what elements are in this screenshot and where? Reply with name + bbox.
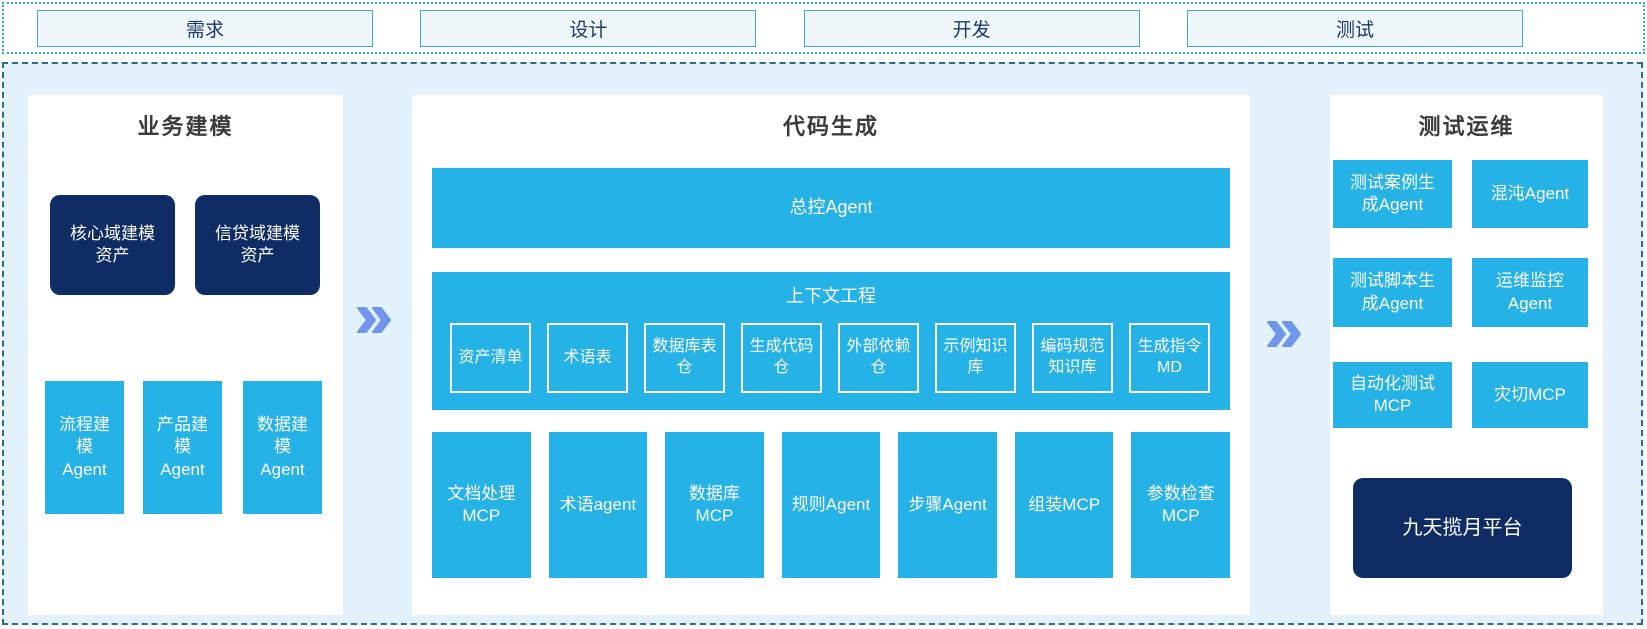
box-core-domain-modeling-assets: 核心域建模资产 xyxy=(50,195,175,295)
box-step-agent: 步骤Agent xyxy=(898,432,997,578)
box-label: 数据库表仓 xyxy=(652,338,717,376)
box-label: 流程建模Agent xyxy=(59,415,110,479)
test-ops-title: 测试运维 xyxy=(1418,114,1515,139)
box-label: 参数检查MCP xyxy=(1146,483,1215,525)
double-chevron-icon xyxy=(356,306,392,334)
test-ops-panel: 测试运维 测试案例生成Agent 混沌Agent 测试脚本生成Agent 运维监… xyxy=(1330,95,1603,615)
phase-box-design: 设计 xyxy=(420,9,757,47)
context-engineering-title: 上下文工程 xyxy=(786,286,876,306)
code-generation-title: 代码生成 xyxy=(782,114,879,139)
box-label: 灾切MCP xyxy=(1494,384,1566,404)
box-jiutian-lanyue-platform: 九天揽月平台 xyxy=(1353,478,1572,578)
box-label: 数据建模Agent xyxy=(257,415,308,479)
box-document-processing-mcp: 文档处理MCP xyxy=(432,432,531,578)
box-database-table-repo: 数据库表仓 xyxy=(644,323,725,393)
box-assembly-mcp: 组装MCP xyxy=(1014,432,1114,578)
box-disaster-switch-mcp: 灾切MCP xyxy=(1472,362,1588,428)
phase-box-requirements: 需求 xyxy=(37,9,373,47)
business-modeling-title: 业务建模 xyxy=(137,114,234,139)
box-label: 生成代码仓 xyxy=(749,338,814,376)
box-label: 九天揽月平台 xyxy=(1402,517,1523,539)
box-coding-standard-knowledge-base: 编码规范知识库 xyxy=(1032,323,1113,393)
code-generation-panel: 代码生成 总控Agent 上下文工程 资产清单 术语表 数据库表仓 生成代码仓 … xyxy=(412,95,1250,615)
box-label: 信贷域建模资产 xyxy=(215,223,300,265)
bar-context-engineering: 上下文工程 资产清单 术语表 数据库表仓 生成代码仓 外部依赖仓 示例知识库 编… xyxy=(432,272,1230,410)
box-ops-monitoring-agent: 运维监控Agent xyxy=(1472,258,1588,327)
box-credit-domain-modeling-assets: 信贷域建模资产 xyxy=(195,195,320,295)
box-process-modeling-agent: 流程建模Agent xyxy=(45,381,124,514)
context-engineering-items: 资产清单 术语表 数据库表仓 生成代码仓 外部依赖仓 示例知识库 编码规范知识库… xyxy=(450,318,1210,398)
box-label: 数据库MCP xyxy=(688,483,740,525)
phase-box-testing: 测试 xyxy=(1186,9,1523,47)
box-test-case-generation-agent: 测试案例生成Agent xyxy=(1333,160,1452,228)
box-label: 术语agent xyxy=(559,494,637,514)
box-parameter-check-mcp: 参数检查MCP xyxy=(1131,432,1231,578)
box-label: 测试案例生成Agent xyxy=(1350,172,1435,214)
box-label: 运维监控Agent xyxy=(1496,271,1564,313)
business-modeling-panel: 业务建模 核心域建模资产 信贷域建模资产 流程建模Agent 产品建模Agent… xyxy=(28,95,343,615)
box-database-mcp: 数据库MCP xyxy=(665,432,764,578)
box-data-modeling-agent: 数据建模Agent xyxy=(243,381,322,514)
box-generated-code-repo: 生成代码仓 xyxy=(741,323,822,393)
box-label: 核心域建模资产 xyxy=(70,223,155,265)
box-label: 术语表 xyxy=(563,348,612,366)
box-automated-testing-mcp: 自动化测试MCP xyxy=(1333,362,1452,428)
box-example-knowledge-base: 示例知识库 xyxy=(935,323,1016,393)
box-label: 测试脚本生成Agent xyxy=(1350,271,1435,313)
phase-box-development: 开发 xyxy=(803,9,1140,47)
box-label: 自动化测试MCP xyxy=(1350,373,1435,415)
box-test-script-generation-agent: 测试脚本生成Agent xyxy=(1333,258,1452,327)
box-label: 步骤Agent xyxy=(908,494,987,514)
phase-strip: 需求 设计 开发 测试 xyxy=(2,2,1645,54)
box-label: 编码规范知识库 xyxy=(1040,338,1105,376)
box-chaos-agent: 混沌Agent xyxy=(1472,160,1588,228)
box-rule-agent: 规则Agent xyxy=(781,432,881,578)
box-label: 产品建模Agent xyxy=(157,415,208,479)
box-product-modeling-agent: 产品建模Agent xyxy=(143,381,222,514)
box-external-dependency-repo: 外部依赖仓 xyxy=(838,323,919,393)
box-generation-instruction-md: 生成指令MD xyxy=(1129,323,1210,393)
box-label: 混沌Agent xyxy=(1490,183,1570,203)
phase-label: 设计 xyxy=(569,19,608,41)
phase-label: 开发 xyxy=(952,19,991,41)
box-label: 外部依赖仓 xyxy=(846,338,911,376)
code-generation-tools-row: 文档处理MCP 术语agent 数据库MCP 规则Agent 步骤Agent 组… xyxy=(432,432,1231,578)
box-label: 示例知识库 xyxy=(943,338,1008,376)
double-chevron-icon xyxy=(1266,320,1302,348)
phase-label: 需求 xyxy=(185,19,224,41)
box-label: 生成指令MD xyxy=(1137,338,1202,376)
box-label: 组装MCP xyxy=(1028,494,1101,514)
box-glossary: 术语表 xyxy=(547,323,628,393)
box-label: 资产清单 xyxy=(458,348,523,366)
phase-label: 测试 xyxy=(1335,19,1374,41)
box-label: 规则Agent xyxy=(791,494,871,514)
bar-label: 总控Agent xyxy=(789,197,873,218)
box-asset-inventory: 资产清单 xyxy=(450,323,531,393)
box-label: 文档处理MCP xyxy=(447,483,516,525)
box-terminology-agent: 术语agent xyxy=(548,432,648,578)
bar-master-agent: 总控Agent xyxy=(432,168,1230,248)
